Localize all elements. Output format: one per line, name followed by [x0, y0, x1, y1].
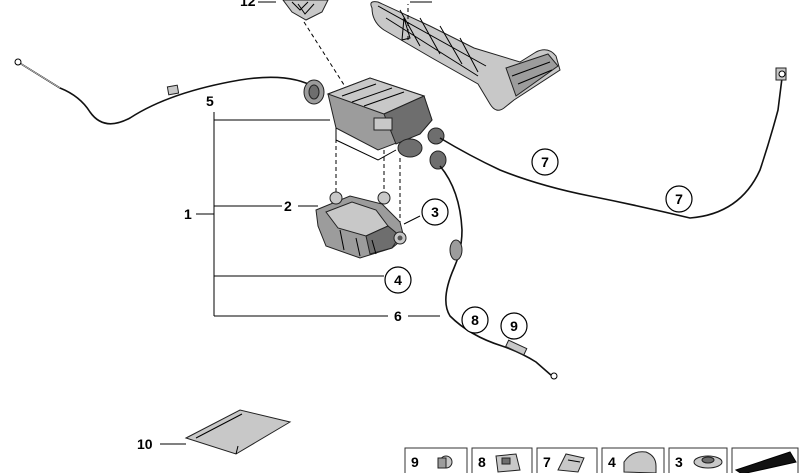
cable-clip-icon	[437, 455, 453, 469]
label-10: 10	[137, 436, 153, 452]
svg-text:7: 7	[543, 454, 551, 470]
svg-text:3: 3	[431, 204, 439, 220]
assembly-leaders	[196, 112, 440, 317]
label-5: 5	[206, 93, 214, 109]
svg-text:8: 8	[471, 312, 479, 328]
label-6: 6	[394, 308, 402, 324]
callout-8: 8	[461, 306, 489, 334]
grease-packet-part: 10	[137, 409, 292, 455]
legend-item-3: 3	[668, 447, 728, 473]
svg-text:12: 12	[240, 0, 256, 9]
svg-text:4: 4	[394, 272, 402, 288]
svg-text:4: 4	[608, 454, 616, 470]
svg-text:9: 9	[411, 454, 419, 470]
callout-7a: 7	[531, 148, 559, 176]
callout-3: 3	[421, 198, 449, 226]
svg-text:3: 3	[675, 454, 683, 470]
legend-item-wedge	[731, 447, 799, 473]
legend-item-4: 4	[601, 447, 665, 473]
parts-legend: 9 8 7 4	[404, 447, 799, 473]
mounting-bracket	[315, 191, 407, 259]
label-1: 1	[184, 206, 192, 222]
grommet-icon	[693, 455, 723, 469]
legend-item-8: 8	[471, 447, 533, 473]
label-2: 2	[284, 198, 292, 214]
callout-7b: 7	[665, 185, 693, 213]
left-brake-cable	[14, 58, 325, 125]
right-brake-cable	[439, 67, 787, 219]
connector-bracket-part	[282, 0, 329, 21]
legend-item-9: 9	[404, 447, 468, 473]
svg-text:8: 8	[478, 454, 486, 470]
svg-text:9: 9	[510, 318, 518, 334]
cable-clamp-icon	[557, 453, 585, 473]
lower-brake-cable	[429, 150, 558, 380]
top-left-cut-label: 12	[240, 0, 276, 9]
cable-holder-icon	[495, 453, 521, 473]
callout-9: 9	[500, 312, 528, 340]
legend-item-7: 7	[536, 447, 598, 473]
svg-text:7: 7	[541, 154, 549, 170]
nut-icon	[623, 451, 657, 473]
brake-actuator-module	[326, 77, 445, 161]
svg-text:7: 7	[675, 191, 683, 207]
callout-4: 4	[384, 266, 412, 294]
brake-handle-part	[370, 1, 561, 111]
